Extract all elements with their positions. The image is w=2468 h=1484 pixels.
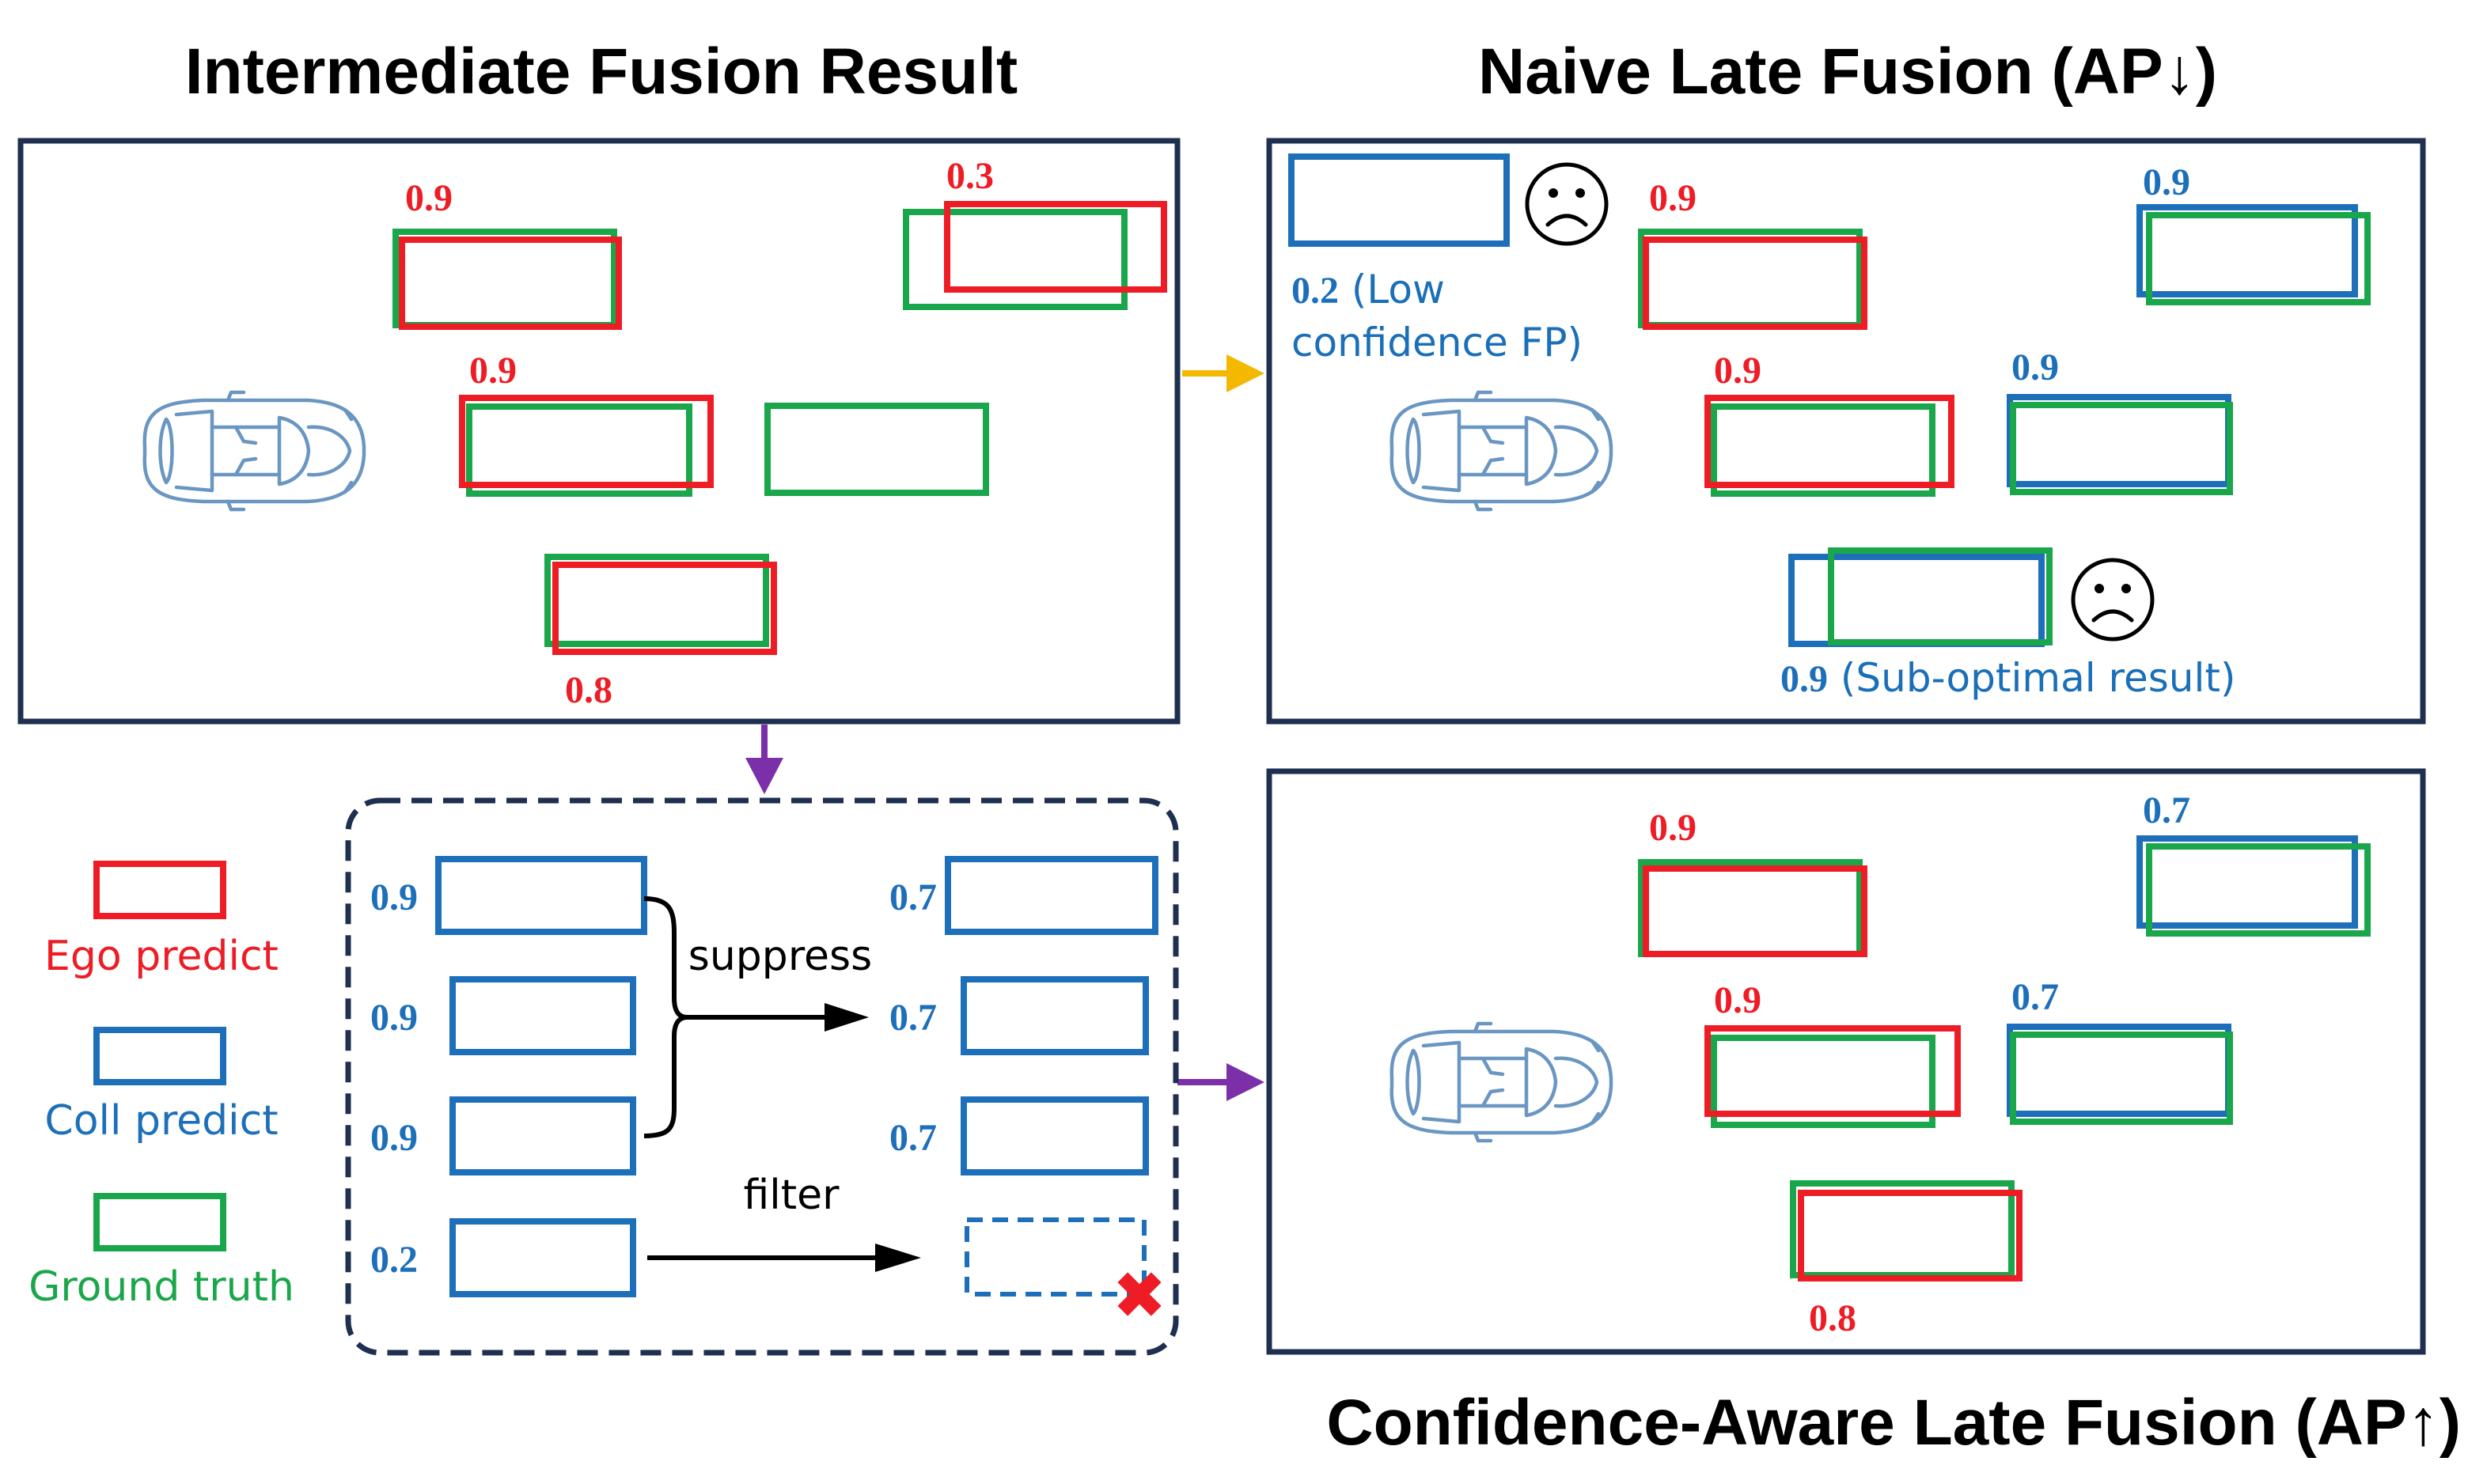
ego-score-label: 0.9 [1649,807,1697,849]
coll-score-label: 0.9 [2143,161,2190,203]
ego-predict-box [1643,865,1867,957]
ground-truth-box [392,229,617,328]
naive-panel-border [1266,138,2426,725]
ego-score-label: 0.9 [1649,177,1697,219]
ego-predict-box [1704,1025,1961,1117]
output-score-label: 0.7 [889,997,937,1039]
legend-ego-swatch [93,861,226,919]
legend-ego-label: Ego predict [44,933,279,980]
ground-truth-box [466,403,692,497]
input-score-label: 0.9 [370,1117,418,1159]
coll-predict-box [1288,153,1510,247]
ego-score-label: 0.9 [1714,350,1761,392]
naive-late-fusion-title: Naive Late Fusion (AP↓) [1478,36,2217,108]
process-panel-border [345,797,1179,1356]
input-score-label: 0.9 [370,997,418,1039]
coll-predict-box [2136,204,2358,297]
ground-truth-box [2010,1032,2233,1125]
ground-truth-box [1790,1180,2015,1278]
filtered-box [965,1217,1147,1297]
ground-truth-box [1638,859,1863,957]
confidence-process-panel: 0.9 0.9 0.9 0.2 suppress filter 0.7 0.7 … [345,797,1179,1356]
legend: Ego predict Coll predict Ground truth [28,861,294,1311]
coll-predict-box [449,976,636,1055]
ego-predict-box [459,395,714,488]
ego-score-label: 0.9 [1714,979,1761,1021]
coll-score-label: 0.7 [2143,789,2190,831]
ego-score-label: 0.8 [1809,1297,1856,1339]
ground-truth-box [1828,547,2053,645]
intermediate-panel-border [17,138,1181,725]
ego-predict-box [1704,395,1954,488]
coll-predict-box [945,856,1158,935]
coll-predict-box [449,1096,636,1175]
ground-truth-box [903,209,1128,310]
arrow-to-confidence [1177,1063,1264,1101]
ego-score-label: 0.9 [469,350,517,392]
ground-truth-box [1638,229,1863,328]
confidence-aware-panel: 0.9 0.7 0.9 0.7 0.8 [1266,768,2426,1355]
ego-score-label: 0.8 [565,669,612,711]
suppress-bracket [643,896,688,1138]
arrow-to-naive [1182,354,1264,392]
ground-truth-box [544,554,769,647]
ego-predict-box [399,237,622,330]
ego-score-label: 0.3 [946,155,994,197]
sad-face-icon [2073,560,2152,639]
ground-truth-box [2146,212,2371,305]
ground-truth-box [1711,403,1935,497]
ground-truth-box [2010,402,2233,495]
output-score-label: 0.7 [889,876,937,918]
red-cross-icon [1117,1272,1162,1316]
coll-predict-box [961,976,1149,1055]
arrow-down-to-process [745,725,783,794]
sad-face-icon [1527,165,1606,244]
ego-predict-box [944,201,1167,293]
input-score-label: 0.2 [370,1239,418,1281]
input-score-label: 0.9 [370,876,418,918]
filter-arrowhead [875,1244,921,1272]
ground-truth-box [764,403,989,496]
ego-car-icon [1392,1024,1611,1141]
ego-predict-box [552,562,777,655]
naive-late-fusion-panel: 0.2 (Low confidence FP) 0.9 0.9 0.9 0.9 … [1266,138,2426,725]
low-confidence-fp-note: 0.2 (Low [1291,267,1445,312]
low-confidence-fp-note-line2: confidence FP) [1291,320,1583,365]
ego-car-icon [145,392,364,509]
coll-score-label: 0.9 [2011,346,2059,388]
ego-score-label: 0.9 [405,177,453,219]
confidence-aware-late-fusion-title: Confidence-Aware Late Fusion (AP↑) [1326,1387,2461,1459]
ground-truth-box [1711,1035,1935,1128]
coll-predict-box [2007,1024,2231,1117]
suppress-label: suppress [688,933,872,980]
ego-predict-box [1798,1190,2023,1281]
suppress-arrowhead [825,1003,869,1032]
legend-gt-swatch [93,1193,226,1251]
legend-coll-label: Coll predict [44,1097,278,1145]
intermediate-fusion-title: Intermediate Fusion Result [185,36,1018,108]
coll-predict-box [2136,835,2358,929]
legend-gt-label: Ground truth [28,1263,294,1311]
filter-label: filter [744,1172,840,1219]
intermediate-fusion-panel: 0.9 0.3 0.9 0.8 [17,138,1181,725]
confidence-panel-border [1266,768,2426,1355]
coll-predict-box [961,1096,1149,1175]
ego-car-icon [1392,392,1611,509]
coll-predict-box [435,856,647,935]
ground-truth-box [2146,843,2371,937]
sub-optimal-result-note: 0.9 (Sub-optimal result) [1780,655,2235,701]
legend-coll-swatch [93,1027,226,1085]
output-score-label: 0.7 [889,1117,937,1159]
coll-predict-box [2007,394,2231,487]
ego-predict-box [1643,237,1867,330]
coll-predict-box [449,1218,636,1297]
coll-score-label: 0.7 [2011,976,2059,1018]
